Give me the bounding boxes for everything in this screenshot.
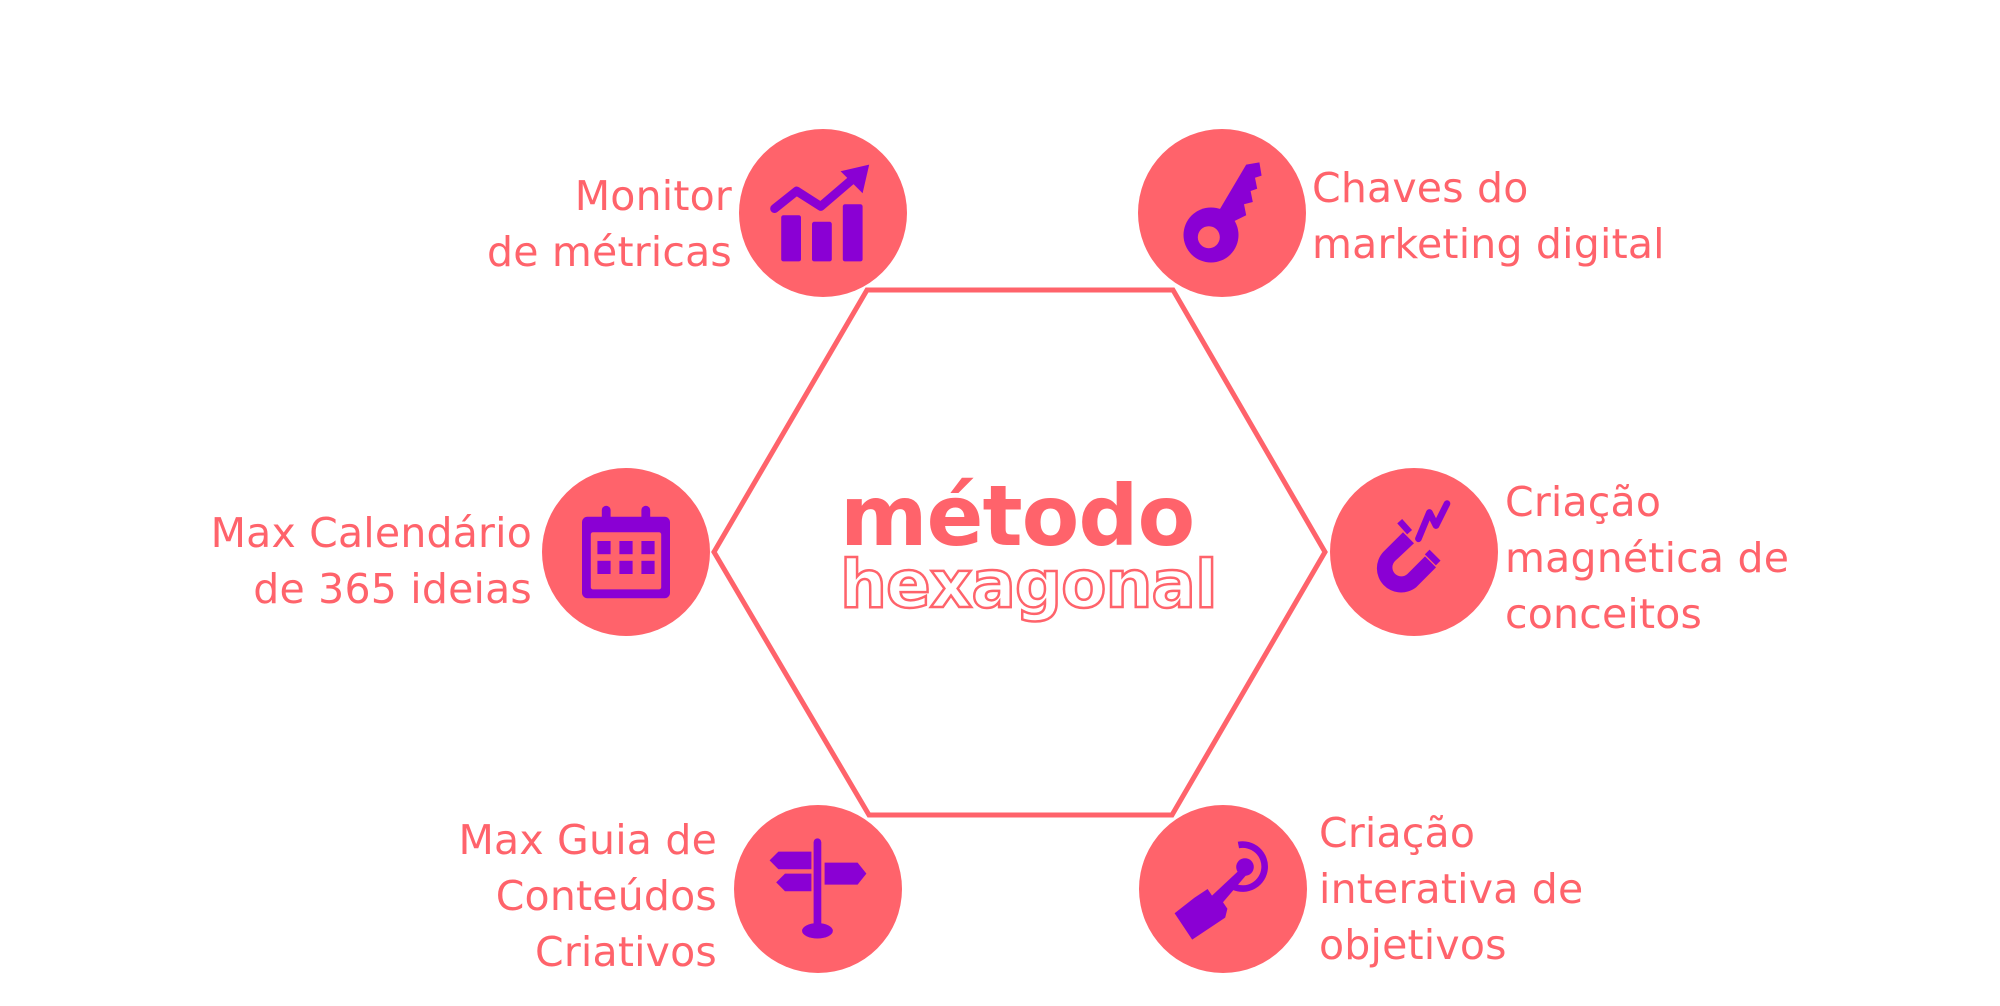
signpost-icon [769,838,867,939]
title-metodo: método [840,467,1195,565]
node-calendario-circle [542,468,710,636]
node-monitor-circle [739,129,907,297]
label-calendario: Max Calendário de 365 ideias [210,509,532,613]
magnet-icon [1376,500,1451,593]
calendar-icon [582,505,670,599]
label-magnetica: Criação magnética de conceitos [1505,478,1790,638]
touch-hand-icon [1174,841,1268,940]
node-guia-circle [734,805,902,973]
label-interativa: Criação interativa de objetivos [1319,809,1584,969]
center-title: método hexagonal [839,467,1220,623]
node-magnetica-circle [1330,468,1498,636]
label-chaves: Chaves do marketing digital [1312,164,1665,268]
node-interativa-circle [1139,805,1307,973]
key-icon [1183,162,1262,263]
chart-growth-icon [770,164,870,262]
label-monitor: Monitor de métricas [487,172,732,276]
node-chaves-circle [1138,129,1306,297]
title-hexagonal: hexagonal [839,546,1219,623]
label-guia: Max Guia de Conteúdos Criativos [458,816,717,976]
